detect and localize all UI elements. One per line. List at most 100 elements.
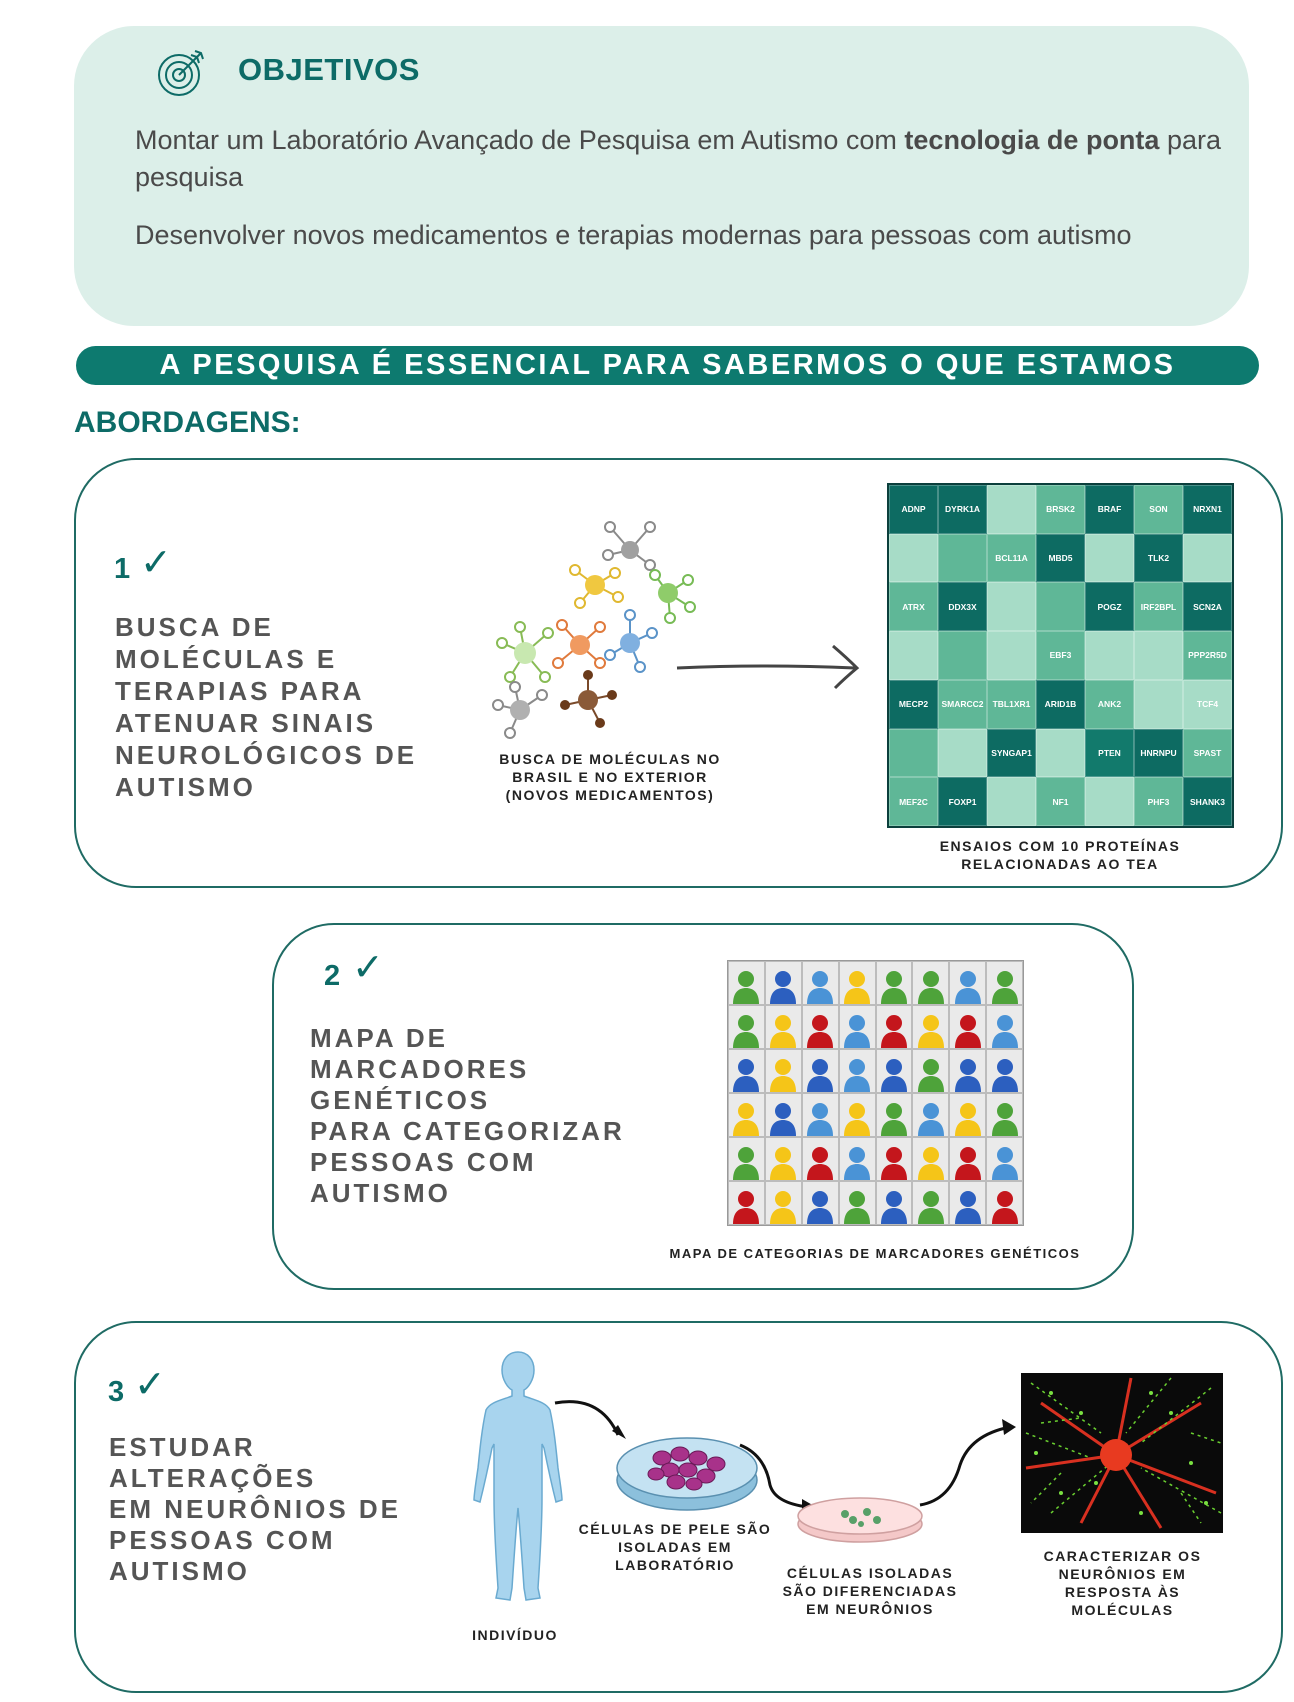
title-line: MAPA DE (310, 1023, 448, 1053)
person-marker-cell (764, 1181, 802, 1225)
person-icon (844, 1147, 871, 1180)
objetivo-item-1-tail: para pesquisa (135, 125, 1221, 192)
puzzle-piece: SMARCC2 (938, 679, 987, 729)
caption-line: ENSAIOS COM 10 PROTEÍNAS (939, 838, 1181, 854)
objetivo-item-2: Desenvolver novos medicamentos e terapia… (135, 220, 1132, 250)
neuron-microscopy-image (1021, 1373, 1223, 1533)
person-icon (880, 1191, 907, 1224)
person-icon (733, 971, 760, 1004)
person-marker-cell (801, 961, 839, 1005)
puzzle-piece (1085, 777, 1134, 826)
puzzle-piece (1085, 631, 1134, 680)
puzzle-piece: EBF3 (1036, 631, 1085, 680)
puzzle-piece (1036, 728, 1085, 778)
person-marker-cell (875, 1049, 913, 1093)
person-marker-cell (728, 1005, 765, 1049)
title-line: NEUROLÓGICOS DE (115, 740, 418, 770)
caption-line: ISOLADAS EM (618, 1539, 732, 1555)
person-marker-cell (801, 1181, 839, 1225)
title-line: ALTERAÇÕES (109, 1463, 317, 1493)
puzzle-piece: ARID1B (1036, 679, 1085, 729)
caption-line: CÉLULAS ISOLADAS (786, 1565, 954, 1581)
puzzle-piece: ANK2 (1085, 679, 1134, 729)
title-line: MOLÉCULAS E (115, 644, 338, 674)
puzzle-piece (1134, 679, 1183, 729)
puzzle-piece: BRSK2 (1036, 485, 1085, 534)
person-marker-cell (801, 1093, 839, 1137)
puzzle-piece: IRF2BPL (1134, 582, 1183, 632)
person-icon (991, 1147, 1018, 1180)
person-icon (770, 1191, 797, 1224)
person-marker-cell (912, 1049, 950, 1093)
person-icon (880, 1103, 907, 1136)
puzzle-piece (889, 728, 938, 778)
person-marker-cell (912, 1137, 950, 1181)
person-icon (991, 1103, 1018, 1136)
title-line: BUSCA DE (115, 612, 274, 642)
person-icon (770, 1103, 797, 1136)
person-icon (807, 1015, 834, 1048)
approach-1-title: BUSCA DE MOLÉCULAS E TERAPIAS PARA ATENU… (115, 611, 417, 803)
person-icon (917, 1191, 944, 1224)
person-marker-cell (728, 1049, 765, 1093)
person-icon (733, 1015, 760, 1048)
caption-line: RELACIONADAS AO TEA (961, 856, 1159, 872)
title-line: ATENUAR SINAIS (115, 708, 377, 738)
objetivo-item-1-text: Montar um Laboratório Avançado de Pesqui… (135, 125, 905, 155)
research-banner: A PESQUISA É ESSENCIAL PARA SABERMOS O Q… (76, 346, 1259, 420)
person-marker-cell (912, 1093, 950, 1137)
title-line: PESSOAS COM (310, 1147, 537, 1177)
person-marker-cell (838, 1093, 876, 1137)
puzzle-piece: NF1 (1036, 777, 1085, 826)
person-marker-cell (875, 1093, 913, 1137)
person-icon (880, 971, 907, 1004)
puzzle-piece: PPP2R5D (1183, 631, 1232, 680)
person-icon (917, 1015, 944, 1048)
puzzle-piece: DYRK1A (938, 485, 987, 534)
person-marker-cell (728, 1093, 765, 1137)
title-line: PESSOAS COM (109, 1525, 336, 1555)
puzzle-piece: HNRNPU (1134, 728, 1183, 778)
title-line: AUTISMO (310, 1178, 451, 1208)
puzzle-piece: MECP2 (889, 679, 938, 729)
person-icon (807, 1103, 834, 1136)
human-body-illustration (473, 1351, 563, 1601)
individuo-caption: INDIVÍDUO (472, 1627, 558, 1643)
person-icon (917, 1059, 944, 1092)
puzzle-piece (1134, 631, 1183, 680)
person-icon (807, 971, 834, 1004)
approach-number-3: 3 (108, 1376, 125, 1408)
person-icon (991, 1191, 1018, 1224)
person-marker-cell (875, 1137, 913, 1181)
puzzle-piece (889, 631, 938, 680)
person-marker-cell (986, 1137, 1023, 1181)
caption-line: RESPOSTA ÀS (1064, 1584, 1181, 1600)
approach-number-2: 2 (324, 960, 341, 992)
puzzle-piece: SYNGAP1 (987, 728, 1036, 778)
objetivos-title: OBJETIVOS (238, 52, 420, 87)
person-icon (844, 971, 871, 1004)
title-line: GENÉTICOS (310, 1085, 491, 1115)
person-icon (954, 1191, 981, 1224)
puzzle-piece: PHF3 (1134, 777, 1183, 826)
puzzle-piece: SHANK3 (1183, 777, 1232, 826)
approach-2-title: MAPA DE MARCADORES GENÉTICOS PARA CATEGO… (310, 1023, 625, 1209)
person-marker-cell (838, 1005, 876, 1049)
approach-number-1: 1 (114, 553, 131, 585)
objetivos-box (74, 26, 1249, 326)
process-arrows (554, 1400, 1016, 1513)
person-marker-cell (728, 1181, 765, 1225)
puzzle-piece (987, 582, 1036, 632)
person-icon (880, 1059, 907, 1092)
caption-line: LABORATÓRIO (615, 1557, 735, 1573)
petri-dish-neurons (797, 1497, 923, 1543)
person-icon (807, 1059, 834, 1092)
person-marker-cell (986, 1005, 1023, 1049)
check-icon: ✓ (134, 1362, 166, 1406)
person-marker-cell (728, 1137, 765, 1181)
person-marker-cell (912, 1181, 950, 1225)
person-icon (844, 1015, 871, 1048)
objetivo-item-1: Montar um Laboratório Avançado de Pesqui… (135, 122, 1235, 196)
molecules-caption: BUSCA DE MOLÉCULAS NO BRASIL E NO EXTERI… (470, 750, 750, 804)
